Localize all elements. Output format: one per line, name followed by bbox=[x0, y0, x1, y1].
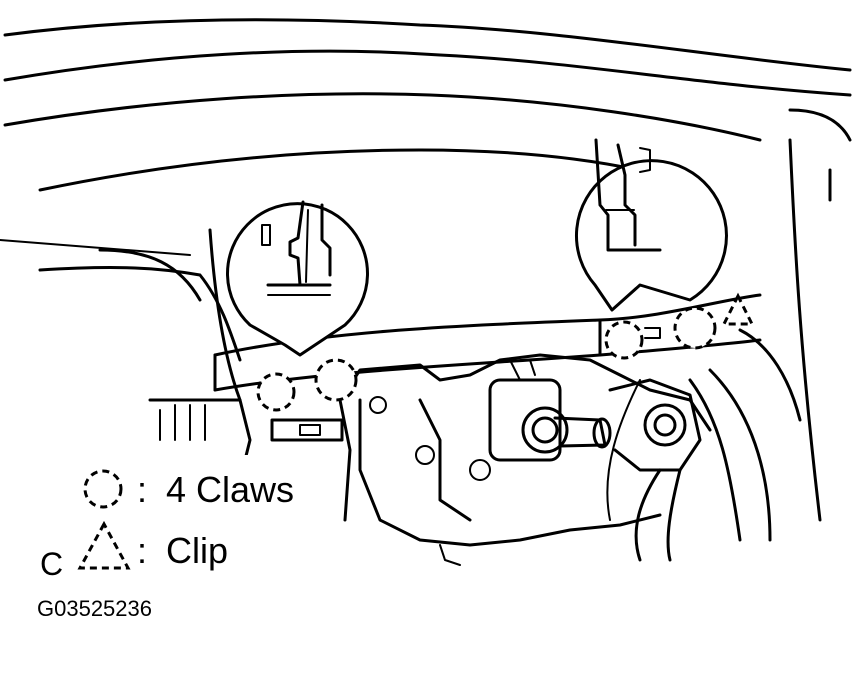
clip-label: Clip bbox=[166, 530, 229, 571]
dashboard-contours bbox=[0, 18, 852, 522]
dashed-circle-icon bbox=[83, 469, 123, 509]
left-panel bbox=[148, 398, 352, 522]
steering-column-assembly bbox=[338, 353, 712, 566]
claws-separator: : bbox=[137, 469, 148, 510]
clip-marker bbox=[721, 292, 755, 326]
left-detail-callout bbox=[226, 200, 369, 357]
view-letter: C bbox=[40, 546, 64, 582]
claw-marker-4 bbox=[673, 306, 717, 350]
right-detail-callout bbox=[575, 138, 728, 312]
claws-label: 4 Claws bbox=[166, 469, 295, 510]
claw-marker-1 bbox=[256, 372, 296, 412]
dashed-triangle-icon bbox=[77, 520, 131, 570]
figure-code: G03525236 bbox=[37, 596, 152, 621]
legend-backdrop bbox=[30, 455, 330, 575]
clip-separator: : bbox=[137, 530, 148, 571]
claw-marker-3 bbox=[604, 320, 644, 360]
claw-markers bbox=[256, 306, 717, 412]
claw-marker-2 bbox=[314, 358, 358, 402]
wiring-harness bbox=[606, 328, 802, 562]
